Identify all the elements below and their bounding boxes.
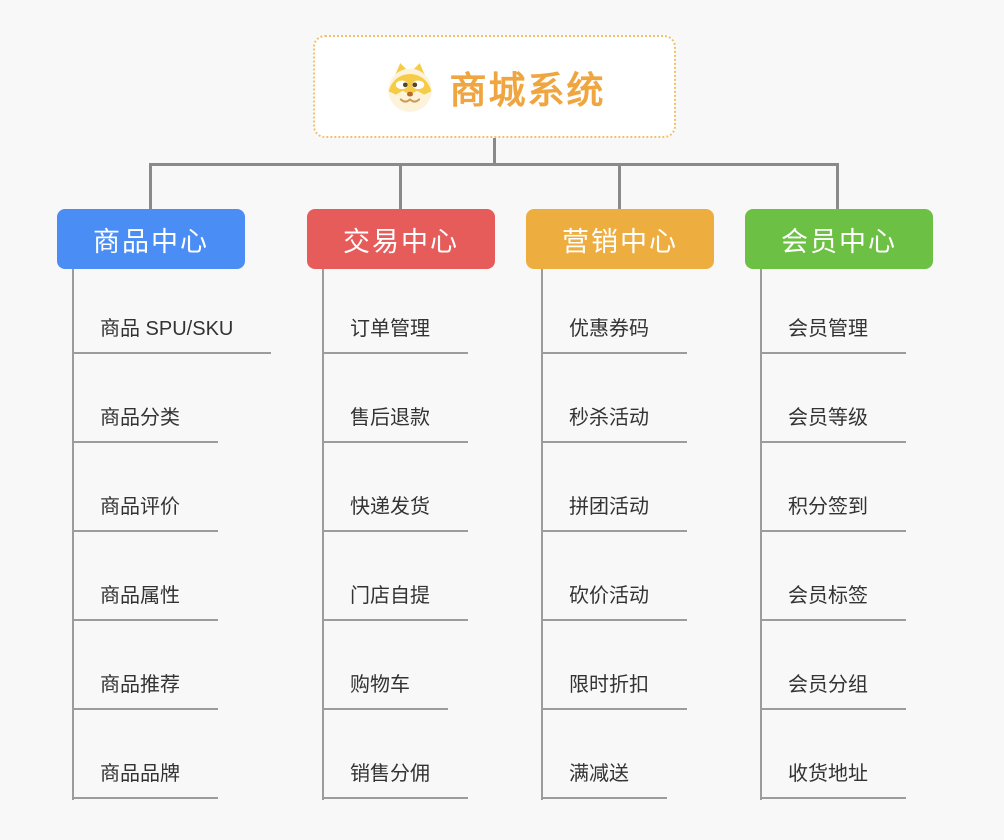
connector-drop-trade — [399, 166, 402, 209]
connector-horizontal-bus — [149, 163, 839, 166]
branch-trade-center[interactable]: 交易中心 — [307, 209, 495, 269]
leaf-item[interactable]: 销售分佣 — [322, 759, 468, 799]
root-node[interactable]: 商城系统 — [313, 35, 676, 138]
connector-root-stub — [493, 138, 496, 163]
leaf-item[interactable]: 门店自提 — [322, 581, 468, 621]
doge-icon — [384, 61, 436, 113]
spine-product-center — [72, 269, 74, 800]
leaf-item[interactable]: 商品分类 — [72, 403, 218, 443]
branch-marketing-center[interactable]: 营销中心 — [526, 209, 714, 269]
leaf-item[interactable]: 商品评价 — [72, 492, 218, 532]
spine-trade-center — [322, 269, 324, 800]
connector-drop-member — [836, 166, 839, 209]
leaf-item[interactable]: 限时折扣 — [541, 670, 687, 710]
leaf-item[interactable]: 商品属性 — [72, 581, 218, 621]
branch-label: 商品中心 — [93, 226, 209, 257]
connector-drop-marketing — [618, 166, 621, 209]
leaf-item[interactable]: 商品品牌 — [72, 759, 218, 799]
root-title: 商城系统 — [449, 69, 606, 111]
leaf-item[interactable]: 会员分组 — [760, 670, 906, 710]
leaf-item[interactable]: 购物车 — [322, 670, 448, 710]
leaf-item[interactable]: 订单管理 — [322, 314, 468, 354]
leaf-item[interactable]: 售后退款 — [322, 403, 468, 443]
connector-drop-product — [149, 166, 152, 209]
leaf-item[interactable]: 拼团活动 — [541, 492, 687, 532]
leaf-item[interactable]: 商品推荐 — [72, 670, 218, 710]
branch-label: 营销中心 — [562, 226, 678, 257]
leaf-item[interactable]: 满减送 — [541, 759, 667, 799]
leaf-item[interactable]: 快递发货 — [322, 492, 468, 532]
leaf-item[interactable]: 秒杀活动 — [541, 403, 687, 443]
spine-member-center — [760, 269, 762, 800]
leaf-item[interactable]: 砍价活动 — [541, 581, 687, 621]
branch-product-center[interactable]: 商品中心 — [57, 209, 245, 269]
branch-member-center[interactable]: 会员中心 — [745, 209, 933, 269]
leaf-item[interactable]: 会员管理 — [760, 314, 906, 354]
leaf-item[interactable]: 商品 SPU/SKU — [72, 314, 272, 354]
leaf-item[interactable]: 会员标签 — [760, 581, 906, 621]
branch-label: 会员中心 — [781, 226, 897, 257]
leaf-item[interactable]: 积分签到 — [760, 492, 906, 532]
spine-marketing-center — [541, 269, 543, 800]
leaf-item[interactable]: 优惠券码 — [541, 314, 687, 354]
leaf-item[interactable]: 收货地址 — [760, 759, 906, 799]
leaf-item[interactable]: 会员等级 — [760, 403, 906, 443]
branch-label: 交易中心 — [343, 226, 459, 257]
